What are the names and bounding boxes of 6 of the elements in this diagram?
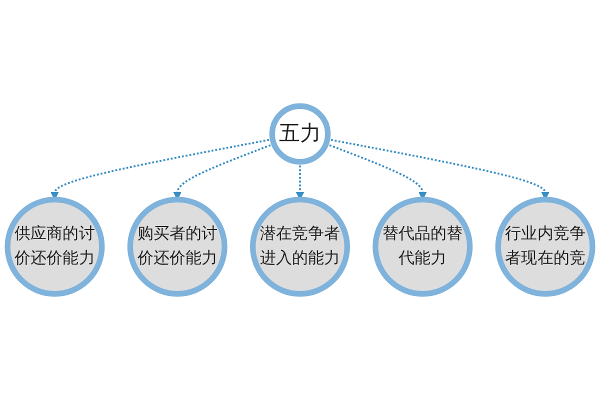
- node-circle: 供应商的讨价还价能力: [4, 196, 105, 297]
- node-circle: 替代品的替代能力: [372, 196, 473, 297]
- node-circle: 潜在竞争者进入的能力: [250, 196, 350, 297]
- node-circle: 行业内竞争者现在的竞: [495, 196, 596, 297]
- node-circle: 五力: [269, 103, 331, 165]
- node-circle: 购买者的讨价还价能力: [127, 196, 228, 297]
